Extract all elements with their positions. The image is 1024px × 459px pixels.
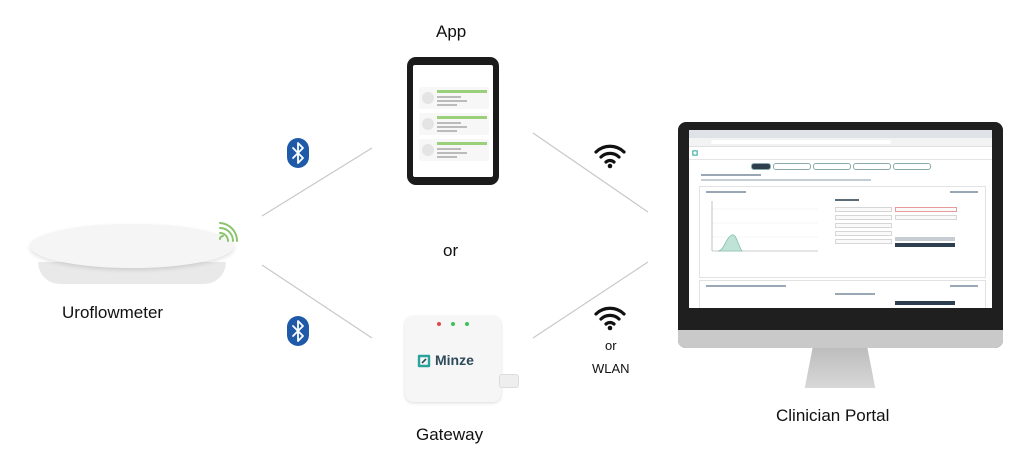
browser-address-bar [689, 138, 992, 147]
wireless-signal-icon [219, 222, 238, 242]
portal-note-text [701, 179, 871, 181]
gateway-usb-plug [499, 374, 519, 388]
bluetooth-icon [287, 316, 309, 346]
app-measurement-card [419, 113, 489, 135]
portal-assign-heading [835, 199, 859, 201]
wlan-label: WLAN [592, 361, 630, 376]
or-label: or [443, 241, 459, 260]
portal-filter-pill [853, 163, 891, 170]
clinician-monitor [678, 122, 1003, 348]
gateway-led-green [465, 322, 469, 326]
monitor-chin [678, 330, 1003, 348]
gateway-led-green [451, 322, 455, 326]
portal-filter-pill [773, 163, 811, 170]
flow-curve-chart [711, 201, 818, 252]
gateway-logo-text: Minze [435, 352, 474, 368]
browser-tab-bar [689, 130, 992, 138]
app-measurement-card [419, 139, 489, 161]
app-label: App [436, 22, 467, 41]
line-gateway-to-portal [532, 261, 649, 339]
clinician-portal-label: Clinician Portal [776, 406, 890, 425]
line-uro-to-app [261, 147, 373, 217]
uroflowmeter-base [38, 262, 226, 284]
monitor-stand [804, 348, 876, 388]
portal-header [689, 147, 992, 160]
portal-measurement-panel [699, 186, 986, 278]
portal-section-heading [701, 174, 761, 176]
uroflowmeter-label: Uroflowmeter [62, 303, 164, 322]
wifi-or-label: or [605, 338, 617, 353]
minze-logo-icon [692, 150, 698, 156]
gateway-device: Minze [405, 316, 519, 402]
portal-measurement-panel [699, 280, 986, 308]
app-screen [413, 65, 493, 177]
app-tablet [407, 57, 499, 185]
line-app-to-portal [532, 132, 649, 213]
clinician-portal-screen [689, 130, 992, 308]
gateway-led-red [437, 322, 441, 326]
portal-filter-pill [813, 163, 851, 170]
portal-filter-pill [751, 163, 771, 170]
portal-filter-pill [893, 163, 931, 170]
minze-logo-icon [417, 354, 431, 368]
wifi-icon [594, 306, 626, 331]
app-measurement-card [419, 87, 489, 109]
bluetooth-icon [287, 138, 309, 168]
portal-save-button [895, 243, 955, 247]
wifi-icon [594, 144, 626, 169]
line-uro-to-gateway [261, 264, 373, 339]
uroflowmeter-device [30, 224, 234, 268]
gateway-label: Gateway [416, 425, 484, 444]
